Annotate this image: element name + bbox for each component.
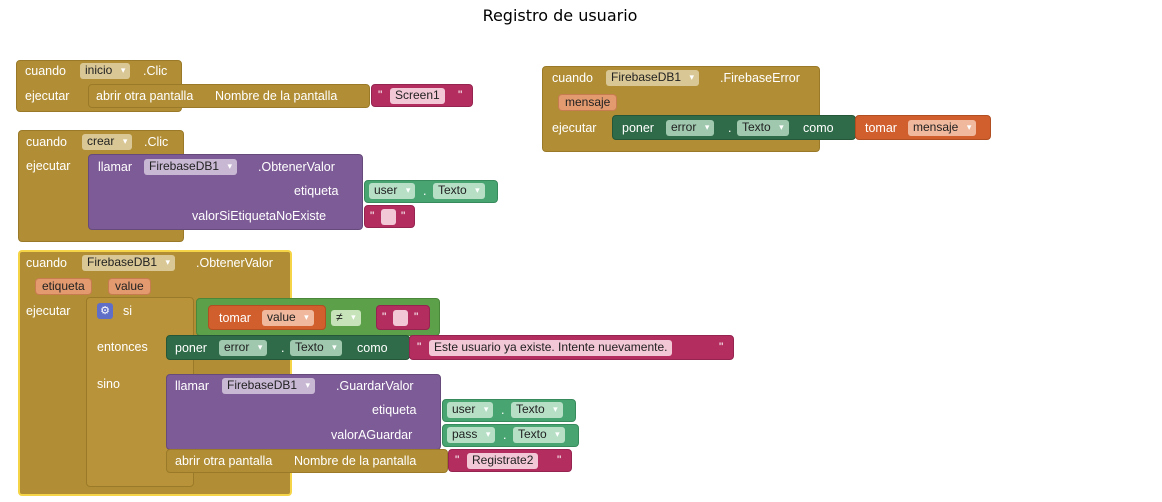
then-label: entonces xyxy=(97,340,148,354)
value-if-missing-label: valorSiEtiquetaNoExiste xyxy=(192,209,327,223)
screen-name-label: Nombre de la pantalla xyxy=(294,454,417,468)
firebase-dropdown[interactable]: FirebaseDB1 xyxy=(606,70,700,86)
operator-dropdown[interactable]: ≠ xyxy=(331,310,361,326)
dot-label: . xyxy=(423,184,427,198)
component-dropdown[interactable]: crear xyxy=(82,134,133,150)
firebase-dropdown[interactable]: FirebaseDB1 xyxy=(222,378,316,394)
do-label: ejecutar xyxy=(552,121,597,135)
quote-open: " xyxy=(378,88,383,102)
get-label: tomar xyxy=(219,311,251,325)
page-title: Registro de usuario xyxy=(482,6,638,25)
method-label: .GuardarValor xyxy=(336,379,414,393)
do-label: ejecutar xyxy=(25,89,70,103)
empty-text[interactable] xyxy=(393,310,408,326)
event-name-label: .ObtenerValor xyxy=(196,256,273,270)
text-property-dropdown[interactable]: Texto xyxy=(737,120,789,136)
when-label: cuando xyxy=(25,64,67,78)
set-error-text-block[interactable] xyxy=(612,115,856,140)
open-screen-label: abrir otra pantalla xyxy=(175,454,273,468)
dot-label: . xyxy=(728,121,732,135)
quote-close: " xyxy=(719,340,724,354)
set-label: poner xyxy=(622,121,654,135)
event-name-label: .Clic xyxy=(143,64,168,78)
when-label: cuando xyxy=(26,135,68,149)
pass-dropdown[interactable]: pass xyxy=(447,427,496,443)
method-label: .ObtenerValor xyxy=(258,160,335,174)
quote-open: " xyxy=(370,209,375,223)
quote-close: " xyxy=(414,310,419,324)
get-label: tomar xyxy=(865,121,897,135)
do-label: ejecutar xyxy=(26,304,71,318)
open-screen-label: abrir otra pantalla xyxy=(96,89,194,103)
empty-text[interactable] xyxy=(381,209,396,225)
user-dropdown[interactable]: user xyxy=(447,402,494,418)
quote-open: " xyxy=(417,340,422,354)
to-label: como xyxy=(357,341,388,355)
error-dropdown[interactable]: error xyxy=(219,340,268,356)
open-screen-block[interactable] xyxy=(88,84,370,108)
dot-label: . xyxy=(281,341,285,355)
firebase-dropdown[interactable]: FirebaseDB1 xyxy=(82,255,176,271)
when-label: cuando xyxy=(26,256,68,270)
param-etiqueta[interactable]: etiqueta xyxy=(35,278,92,295)
else-label: sino xyxy=(97,377,120,391)
dot-label: . xyxy=(501,403,505,417)
user-dropdown[interactable]: user xyxy=(369,183,416,199)
quote-close: " xyxy=(458,88,463,102)
when-label: cuando xyxy=(552,71,594,85)
error-dropdown[interactable]: error xyxy=(666,120,715,136)
quote-close: " xyxy=(401,209,406,223)
text-property-dropdown[interactable]: Texto xyxy=(290,340,342,356)
gear-icon[interactable]: ⚙ xyxy=(97,303,113,319)
to-label: como xyxy=(803,121,834,135)
firebase-dropdown[interactable]: FirebaseDB1 xyxy=(144,159,238,175)
component-dropdown[interactable]: inicio xyxy=(80,63,131,79)
event-name-label: .Clic xyxy=(144,135,169,149)
open-screen-block[interactable] xyxy=(166,449,448,473)
screen-name-label: Nombre de la pantalla xyxy=(215,89,338,103)
param-value[interactable]: value xyxy=(108,278,151,295)
dot-label: . xyxy=(503,428,507,442)
if-label: si xyxy=(123,304,133,318)
set-error-text-block[interactable] xyxy=(166,335,410,360)
message-text[interactable]: Este usuario ya existe. Intente nuevamen… xyxy=(429,340,673,356)
text-property-dropdown[interactable]: Texto xyxy=(511,402,563,418)
mensaje-dropdown[interactable]: mensaje xyxy=(908,120,977,136)
value-dropdown[interactable]: value xyxy=(262,310,314,326)
quote-close: " xyxy=(557,453,562,467)
param-mensaje[interactable]: mensaje xyxy=(558,94,618,111)
text-property-dropdown[interactable]: Texto xyxy=(433,183,485,199)
event-name-label: .FirebaseError xyxy=(720,71,800,85)
quote-open: " xyxy=(455,453,460,467)
text-property-dropdown[interactable]: Texto xyxy=(513,427,565,443)
quote-open: " xyxy=(382,310,387,324)
set-label: poner xyxy=(175,341,207,355)
screen-name-text[interactable]: Registrate2 xyxy=(467,453,539,469)
tag-label: etiqueta xyxy=(372,403,417,417)
value-to-store-label: valorAGuardar xyxy=(331,428,413,442)
call-label: llamar xyxy=(175,379,210,393)
call-label: llamar xyxy=(98,160,133,174)
screen-name-text[interactable]: Screen1 xyxy=(390,88,445,104)
do-label: ejecutar xyxy=(26,159,71,173)
tag-label: etiqueta xyxy=(294,184,339,198)
